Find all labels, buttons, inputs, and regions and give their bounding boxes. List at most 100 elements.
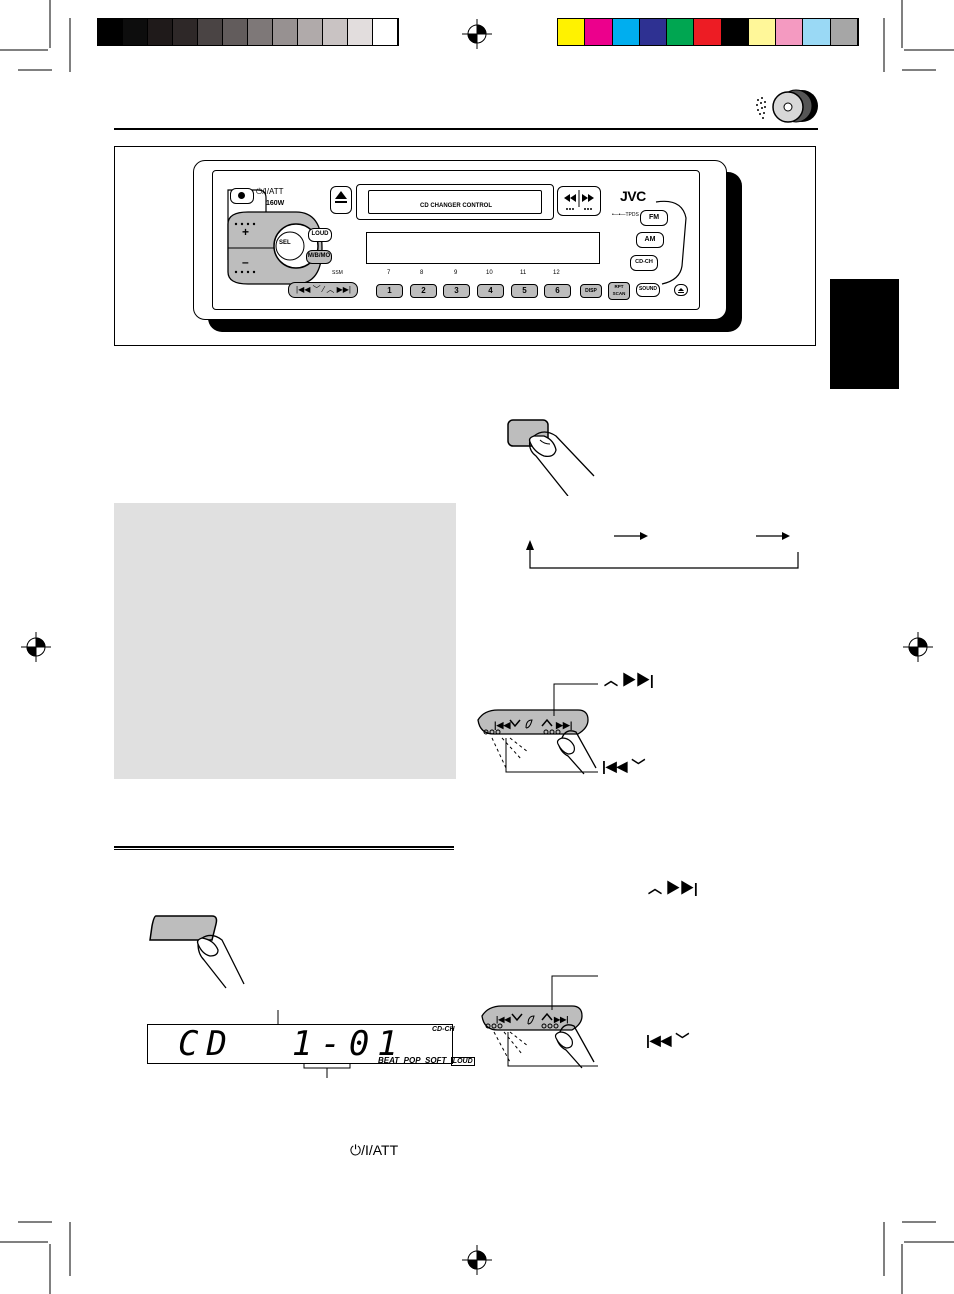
skip-rocker-diagram-1: |◀◀ ▶▶|: [477, 683, 598, 775]
eject-icon: [335, 191, 347, 203]
lcd-main-text: CD 1-01: [178, 1024, 406, 1064]
gray-ramp-swatch: [323, 19, 348, 45]
power-button[interactable]: [230, 188, 254, 204]
upper-preset-numbers: 7 8 9 10 11 12: [372, 270, 572, 280]
color-bar-swatch: [776, 19, 804, 45]
lcd-mode-soft: SOFT: [425, 1056, 447, 1065]
upper-preset-8: 8: [420, 270, 424, 276]
upper-preset-9: 9: [454, 270, 458, 276]
color-bar-swatch: [748, 19, 777, 45]
skip-rocker-diagram-2: |◀◀ ▶▶|: [481, 975, 598, 1069]
skip-down-label-1: |◀◀ ﹀: [602, 758, 646, 774]
bbe-mono-button[interactable]: M/B/MO: [306, 250, 332, 264]
sound-button[interactable]: SOUND: [636, 283, 660, 297]
color-bar-swatch: [612, 19, 640, 45]
color-bar: [557, 18, 859, 46]
color-bar-swatch: [667, 19, 695, 45]
color-bar-swatch: [558, 19, 586, 45]
footer-power-att-text: ⏻/I/ATT: [350, 1142, 399, 1158]
rewind-ff-buttons[interactable]: [557, 186, 601, 216]
panel-skip-rocker[interactable]: [288, 282, 358, 298]
preset-button-2[interactable]: 2: [410, 284, 437, 298]
loud-button[interactable]: LOUD: [308, 228, 332, 242]
upper-preset-12: 12: [553, 270, 560, 276]
section-side-tab: [830, 279, 899, 389]
upper-preset-10: 10: [486, 270, 493, 276]
fm-button[interactable]: FM: [640, 210, 668, 226]
gray-ramp-swatch: [348, 19, 373, 45]
gray-ramp-swatch: [173, 19, 198, 45]
panel-skip-rocker-glyphs: |◀◀ ﹀ ⁄ ︿ ▶▶|: [296, 285, 351, 294]
panel-release-button[interactable]: [674, 284, 688, 296]
preset-button-1[interactable]: 1: [376, 284, 403, 298]
upper-preset-11: 11: [520, 270, 527, 276]
lcd-loud-indicator: LOUD: [450, 1057, 475, 1066]
rpt-scan-button[interactable]: RPT SCAN: [608, 282, 630, 300]
mode-cycle-arrows: [526, 532, 799, 569]
cd-changer-control-label: CD CHANGER CONTROL: [420, 203, 492, 209]
registration-target-left: [21, 632, 51, 662]
color-bar-swatch: [639, 19, 668, 45]
color-bar-swatch: [803, 19, 831, 45]
skip-up-label-2: ︿ ▶▶|: [648, 880, 698, 896]
cd-changer-disc-stack-icon: [756, 89, 818, 123]
section-rule: [114, 846, 454, 850]
svg-text:▶▶|: ▶▶|: [555, 720, 572, 730]
power-att-label: ⏻/I/ATT: [256, 187, 284, 196]
lcd-cdch-indicator: CD-CH: [432, 1026, 455, 1033]
scan-label: SCAN: [612, 291, 626, 296]
info-note-box: [114, 503, 456, 779]
gray-ramp-swatch: [248, 19, 273, 45]
header-rule: [114, 128, 818, 130]
svg-text:|◀◀: |◀◀: [496, 1015, 511, 1024]
color-bar-swatch: [830, 19, 858, 45]
disp-button[interactable]: DISP: [580, 284, 602, 298]
svg-text:–: –: [242, 255, 249, 269]
finger-press-diagram: [507, 419, 595, 496]
panel-display-window: [366, 232, 600, 264]
preset-button-5[interactable]: 5: [511, 284, 538, 298]
skip-up-label-1: ︿ ▶▶|: [604, 672, 654, 688]
registration-target-top: [462, 19, 492, 49]
gray-ramp-swatch: [223, 19, 248, 45]
registration-target-bottom: [462, 1245, 492, 1275]
wattage-label: 160W: [266, 200, 285, 207]
color-bar-swatch: [694, 19, 722, 45]
gray-ramp-swatch: [148, 19, 173, 45]
color-bar-swatch: [585, 19, 613, 45]
panel-frame: [114, 146, 816, 346]
am-button[interactable]: AM: [636, 232, 664, 248]
gray-ramp-swatch: [98, 19, 123, 45]
preset-button-4[interactable]: 4: [477, 284, 504, 298]
preset-button-3[interactable]: 3: [443, 284, 470, 298]
gray-ramp-swatch: [198, 19, 223, 45]
cd-slot-inner: [368, 190, 542, 214]
lcd-mode-row: BEAT POP SOFT LOUD: [378, 1050, 475, 1068]
preset-button-6[interactable]: 6: [544, 284, 571, 298]
gray-ramp-swatch: [123, 19, 148, 45]
finger-press-diagram-2: [149, 915, 245, 989]
skip-down-label-2: |◀◀ ﹀: [646, 1032, 690, 1048]
svg-text:+: +: [242, 225, 249, 239]
mode-label: •—•—TPDS: [612, 212, 639, 218]
ssm-label: SSM: [332, 270, 343, 276]
lcd-mode-beat: BEAT: [378, 1056, 400, 1065]
sel-button-label[interactable]: SEL: [279, 240, 291, 246]
gray-ramp-swatch: [298, 19, 323, 45]
color-bar-swatch: [721, 19, 749, 45]
lcd-display: [147, 1024, 453, 1064]
gray-ramp-bar: [97, 18, 399, 46]
eject-button[interactable]: [330, 186, 352, 214]
release-icon: [678, 288, 684, 293]
gray-ramp-swatch: [373, 19, 398, 45]
gray-ramp-swatch: [273, 19, 298, 45]
lcd-mode-pop: POP: [403, 1056, 421, 1065]
svg-text:▶▶|: ▶▶|: [553, 1015, 569, 1024]
svg-text:|◀◀: |◀◀: [494, 720, 511, 730]
registration-target-right: [903, 632, 933, 662]
upper-preset-7: 7: [387, 270, 391, 276]
jvc-logo: JVC: [620, 188, 646, 204]
cd-ch-button[interactable]: CD-CH: [630, 255, 658, 271]
rpt-label: RPT: [614, 284, 624, 289]
